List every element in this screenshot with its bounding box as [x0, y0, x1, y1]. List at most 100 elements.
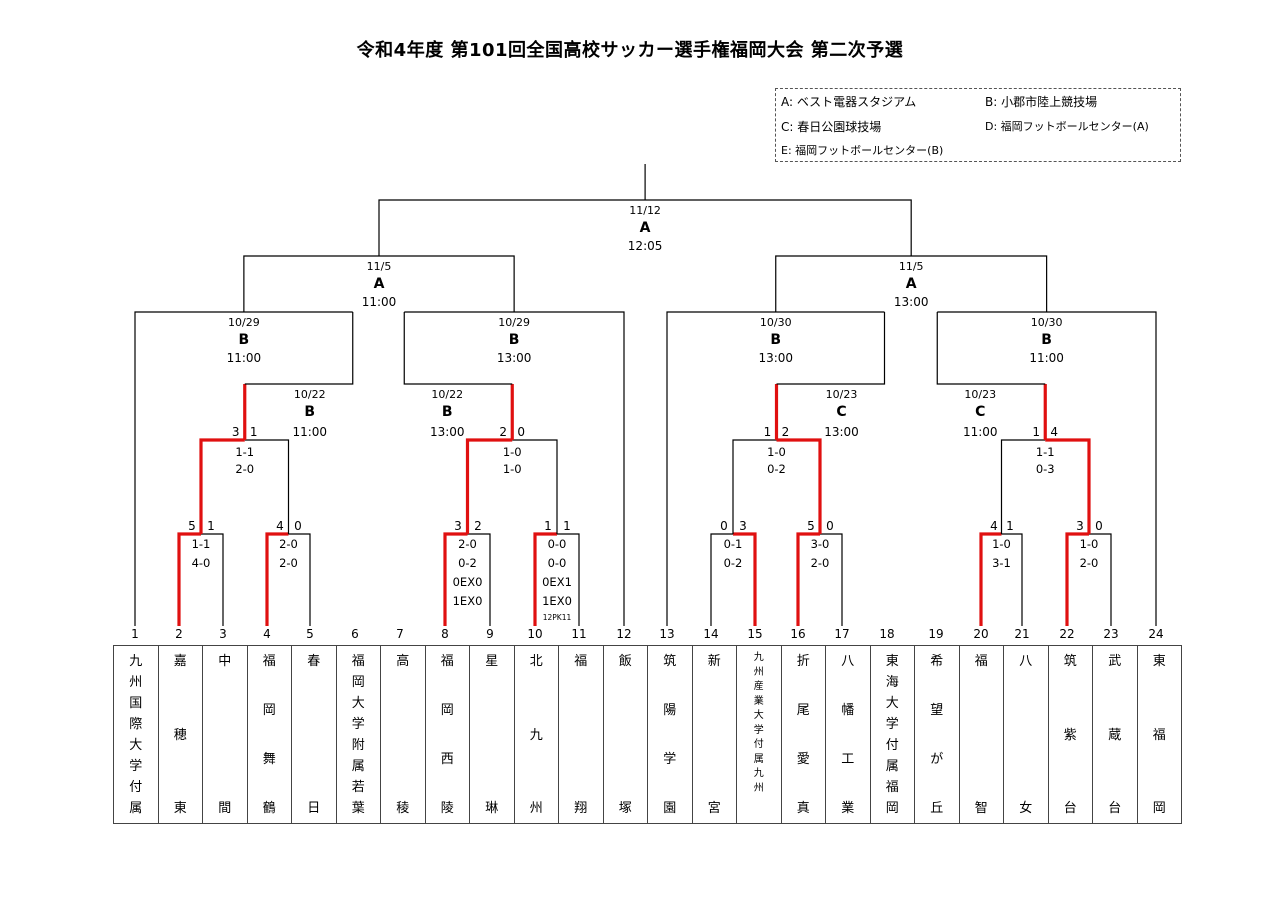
team-name-cell: 新宮	[693, 646, 737, 823]
team-name-char: 学	[663, 752, 677, 767]
team-number: 2	[175, 627, 183, 641]
team-name-char: 福	[885, 780, 899, 795]
team-number: 19	[928, 627, 943, 641]
third-round-venue: B	[1041, 332, 1052, 348]
second-round-score-right: 1	[250, 425, 258, 439]
team-name-cell: 福翔	[559, 646, 604, 823]
third-round-time: 11:00	[227, 351, 262, 365]
first-round-line	[1089, 533, 1112, 626]
team-number: 14	[703, 627, 718, 641]
team-name-char: 尾	[796, 703, 810, 718]
first-round-score-right: 1	[563, 519, 571, 533]
semi-final-venue: A	[374, 276, 385, 292]
second-round-score-left: 3	[232, 425, 240, 439]
final-time: 12:05	[628, 239, 663, 253]
team-name-cell: 希望が丘	[915, 646, 960, 823]
team-name-char: 真	[796, 801, 810, 816]
team-name-char: 飯	[618, 654, 632, 669]
team-name-char: 業	[841, 801, 855, 816]
second-round-venue: B	[442, 404, 453, 420]
first-round-half-score: 0-1	[724, 537, 743, 551]
semi-final-time: 13:00	[894, 295, 929, 309]
team-name-cell: 福智	[960, 646, 1004, 823]
third-round-date: 10/30	[1031, 316, 1063, 329]
final-venue: A	[640, 220, 651, 236]
team-name-char: 属	[129, 801, 143, 816]
first-round-line	[201, 533, 224, 626]
team-name-cell: 中間	[203, 646, 248, 823]
team-number: 8	[441, 627, 449, 641]
team-name-char: 学	[753, 724, 764, 736]
team-name-char: 智	[974, 801, 988, 816]
final-date: 11/12	[629, 204, 661, 217]
team-name-char: 中	[218, 654, 232, 669]
first-round-half-score: 0-2	[724, 556, 743, 570]
team-name-char: 台	[1063, 801, 1077, 816]
second-round-time: 11:00	[963, 425, 998, 439]
team-name-char: 学	[129, 759, 143, 774]
team-number: 18	[879, 627, 894, 641]
first-round-half-score: 2-0	[279, 537, 298, 551]
team-name-char: 岡	[885, 801, 899, 816]
winner-path	[733, 532, 757, 626]
first-round-score-right: 1	[1006, 519, 1014, 533]
team-name-char: 大	[351, 696, 365, 711]
second-round-date: 10/22	[431, 388, 463, 401]
third-round-line	[937, 311, 1157, 626]
first-round-score-right: 1	[207, 519, 215, 533]
team-number: 7	[396, 627, 404, 641]
first-round-half-score: 2-0	[1080, 556, 1099, 570]
first-round-score-right: 0	[1095, 519, 1103, 533]
second-round-half-score: 2-0	[235, 462, 254, 476]
team-name-char: 九	[529, 727, 543, 743]
team-name-char: 岡	[440, 703, 454, 718]
team-name-char: 塚	[618, 801, 632, 816]
third-round-venue: B	[770, 332, 781, 348]
team-number: 9	[486, 627, 494, 641]
third-round-line	[666, 311, 885, 626]
winner-path	[199, 438, 245, 534]
team-name-cell: 北九州	[515, 646, 559, 823]
team-number: 4	[263, 627, 271, 641]
team-name-char: 業	[753, 695, 764, 707]
team-name-char: 舞	[262, 752, 276, 767]
team-name-char: 学	[351, 717, 365, 732]
second-round-half-score: 1-1	[235, 445, 254, 459]
team-name-cell: 飯塚	[604, 646, 648, 823]
team-name-char: 日	[307, 801, 321, 816]
team-name-char: 福	[1152, 727, 1166, 743]
team-name-char: 属	[753, 753, 764, 765]
team-name-table: 九州国際大学付属嘉穂東中間福岡舞鶴春日福岡大学附属若葉高稜福岡西陵星琳北九州福翔…	[113, 645, 1182, 824]
team-name-cell: 八女	[1004, 646, 1049, 823]
legend-venue-a: A: ベスト電器スタジアム	[781, 95, 917, 109]
team-name-cell: 筑陽学園	[648, 646, 693, 823]
winner-path	[1045, 438, 1091, 534]
second-round-line	[732, 439, 777, 534]
team-name-char: 幡	[841, 703, 855, 718]
semi-final-date: 11/5	[367, 260, 392, 273]
second-round-score-left: 2	[499, 425, 507, 439]
second-round-half-score: 1-1	[1036, 445, 1055, 459]
first-round-half-score: 1EX0	[542, 594, 572, 608]
team-name-char: 新	[707, 654, 721, 669]
team-name-char: 鶴	[262, 801, 276, 816]
third-round-time: 11:00	[1029, 351, 1064, 365]
team-name-cell: 九州産業大学付属九州	[737, 646, 782, 823]
winner-path	[533, 532, 557, 626]
second-round-half-score: 1-0	[767, 445, 786, 459]
winner-path	[1065, 532, 1089, 626]
team-name-char: 福	[351, 654, 365, 669]
team-name-cell: 折尾愛真	[782, 646, 826, 823]
team-number: 24	[1148, 627, 1163, 641]
page-title: 令和4年度 第101回全国高校サッカー選手権福岡大会 第二次予選	[356, 40, 904, 61]
first-round-half-score: 0EX0	[453, 575, 483, 589]
first-round-half-score: 0EX1	[542, 575, 572, 589]
team-name-char: 女	[1019, 801, 1033, 816]
team-name-char: 稜	[396, 801, 410, 816]
first-round-half-score: 0-0	[548, 537, 567, 551]
first-round-half-score: 1-0	[992, 537, 1011, 551]
third-round-line	[134, 311, 353, 626]
first-round-score-left: 0	[720, 519, 728, 533]
team-name-cell: 武蔵台	[1093, 646, 1138, 823]
team-name-char: 望	[930, 703, 944, 718]
